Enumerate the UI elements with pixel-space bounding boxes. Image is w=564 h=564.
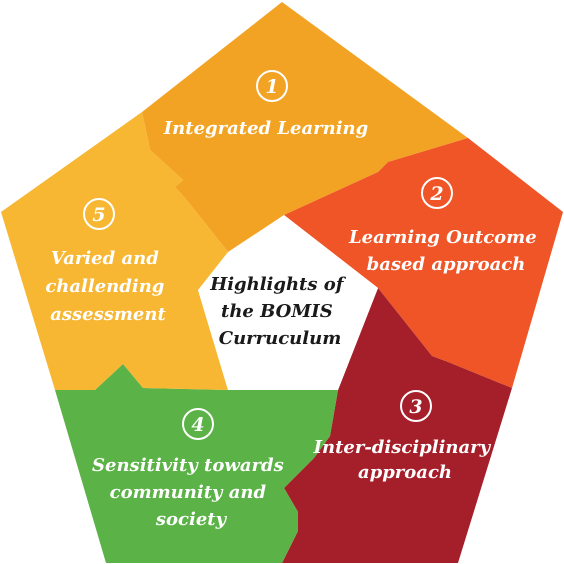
number-badge-5: 5: [83, 198, 115, 230]
segment-3-label: Inter-disciplinary approach: [313, 437, 497, 483]
segment-1-line-1: Integrated Learning: [163, 118, 368, 139]
segment-2-label: Learning Outcome based approach: [348, 227, 543, 275]
segment-5-label: Varied and challending assessment: [45, 248, 170, 325]
segment-4-label: Sensitivity towards community and societ…: [92, 455, 290, 530]
center-pentagon: [198, 215, 378, 390]
segment-3-line-1: Inter-disciplinary: [313, 437, 492, 458]
segment-1-shape: [142, 2, 468, 252]
center-line-3: Curruculum: [219, 328, 341, 349]
center-line-1: Highlights of: [209, 274, 347, 295]
center-label: Highlights of the BOMIS Curruculum: [209, 274, 350, 349]
segment-5-number: 5: [92, 204, 105, 226]
number-badge-2: 2: [421, 177, 453, 209]
segment-1-number: 1: [265, 76, 278, 98]
segment-3-shape: [282, 288, 512, 563]
segment-2-line-2: based approach: [367, 254, 526, 275]
segment-4-line-1: Sensitivity towards: [92, 455, 284, 476]
segment-4-shape: [55, 364, 338, 563]
center-line-2: the BOMIS: [221, 301, 333, 322]
number-badge-4: 4: [182, 408, 214, 440]
segment-2-line-1: Learning Outcome: [348, 227, 537, 248]
segment-5-line-1: Varied and: [51, 248, 159, 269]
segment-3-number: 3: [409, 396, 422, 418]
segment-5-line-2: challending: [45, 276, 164, 297]
segment-4-number: 4: [191, 414, 204, 436]
number-badge-3: 3: [400, 390, 432, 422]
segment-2-number: 2: [429, 183, 443, 205]
segment-5-shape: [1, 112, 228, 390]
segment-5-line-3: assessment: [50, 304, 166, 325]
segment-4-line-2: community and: [110, 482, 267, 503]
segment-3-line-2: approach: [358, 462, 452, 483]
segment-4-line-3: society: [155, 509, 228, 530]
number-badge-1: 1: [256, 70, 288, 102]
segment-1-label: Integrated Learning: [163, 118, 368, 139]
segment-2-shape: [284, 138, 563, 388]
